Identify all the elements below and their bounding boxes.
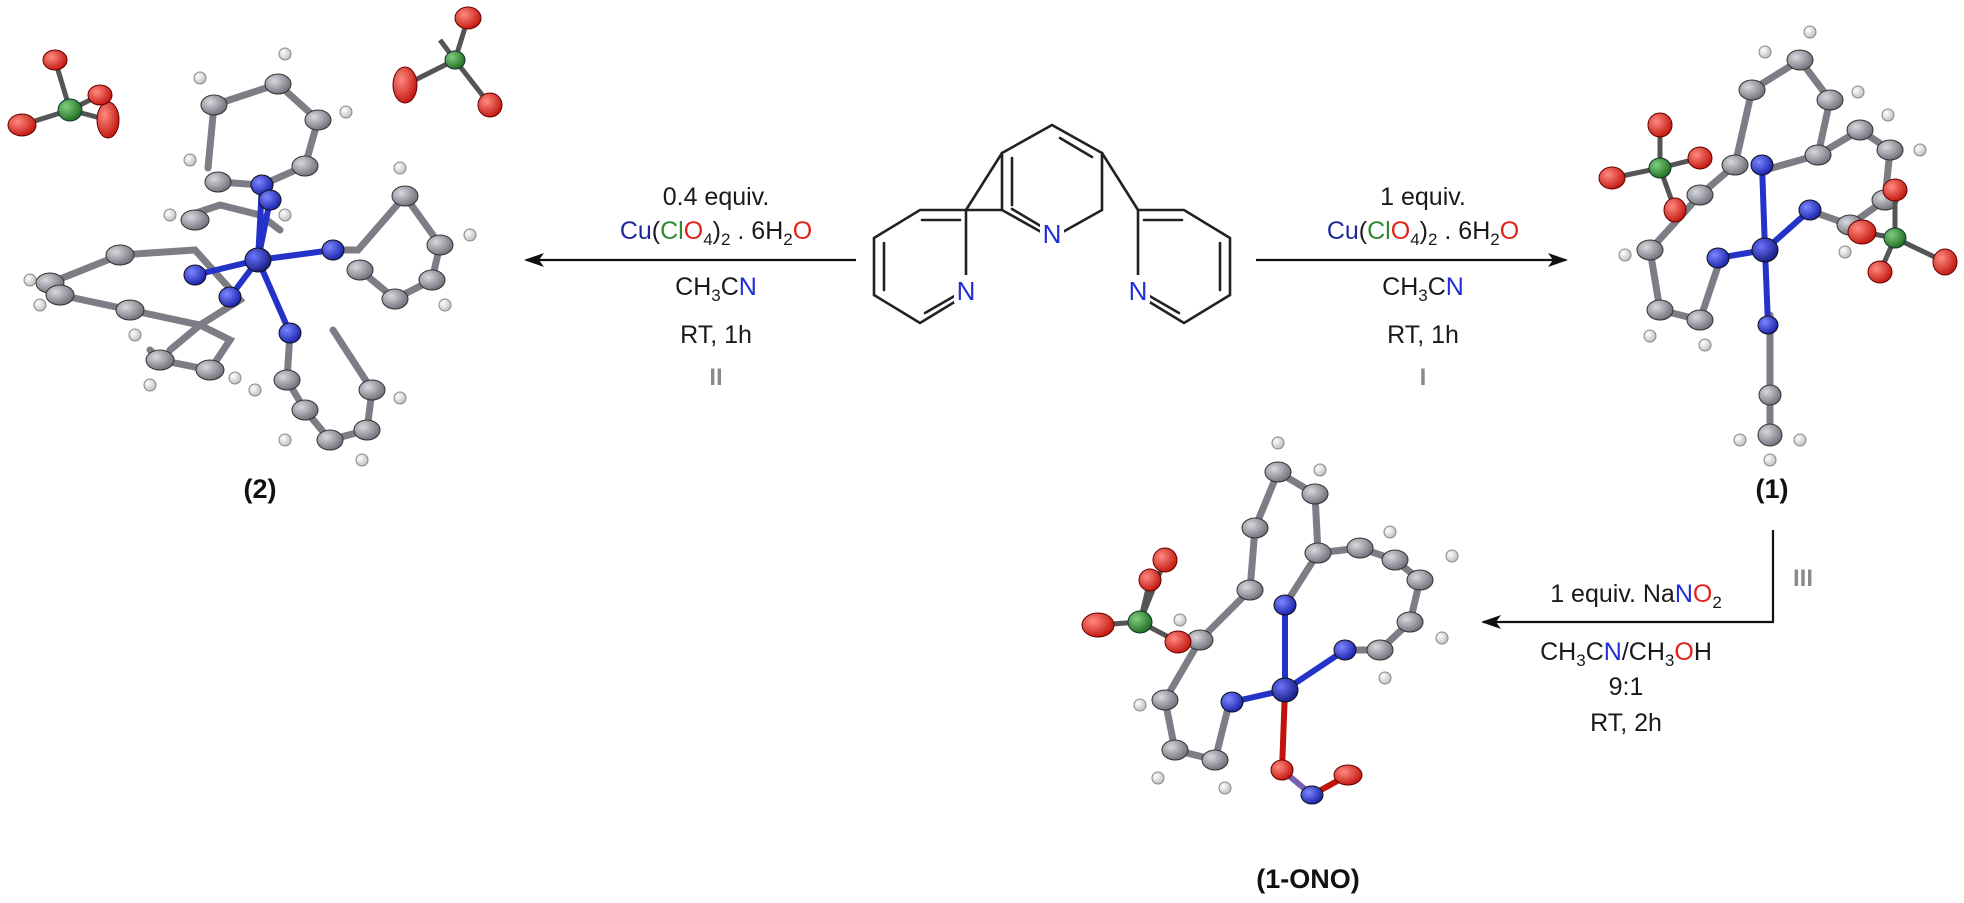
reaction-iii-numeral: III bbox=[1793, 565, 1813, 592]
crystal-structure-1 bbox=[1598, 25, 1958, 467]
reaction-iii-ratio: 9:1 bbox=[1609, 673, 1644, 701]
reaction-ii-solvent: CH3CN bbox=[675, 273, 757, 305]
reaction-ii-reagent: Cu(ClO4)2 . 6H2O bbox=[620, 217, 812, 249]
reaction-iii-solvent: CH3CN/CH3OH bbox=[1540, 638, 1712, 670]
compound-1-ono-label: (1-ONO) bbox=[1256, 864, 1360, 894]
compound-2-label: (2) bbox=[244, 474, 277, 504]
reaction-ii-numeral: II bbox=[709, 364, 722, 391]
compound-1-label: (1) bbox=[1756, 474, 1789, 504]
reaction-ii-time: RT, 1h bbox=[680, 321, 752, 349]
reaction-ii-equiv: 0.4 equiv. bbox=[663, 183, 770, 211]
ligand-central-n-label: N bbox=[1043, 219, 1062, 249]
reaction-i-numeral: I bbox=[1420, 364, 1427, 391]
reaction-i-conditions: 1 equiv. Cu(ClO4)2 . 6H2O CH3CN RT, 1h I bbox=[1327, 183, 1519, 391]
reaction-iii-conditions: III 1 equiv. NaNO2 CH3CN/CH3OH 9:1 RT, 2… bbox=[1540, 565, 1813, 737]
reaction-i-equiv: 1 equiv. bbox=[1380, 183, 1466, 211]
crystal-structure-2 bbox=[7, 6, 503, 467]
reaction-ii-conditions: 0.4 equiv. Cu(ClO4)2 . 6H2O CH3CN RT, 1h… bbox=[620, 183, 812, 391]
reaction-iii-reagent: 1 equiv. NaNO2 bbox=[1550, 580, 1722, 612]
ligand-right-n-label: N bbox=[1129, 276, 1148, 306]
crystal-structure-1-ono bbox=[1081, 436, 1459, 805]
arrow-reaction-iii bbox=[1481, 530, 1775, 629]
reaction-i-time: RT, 1h bbox=[1387, 321, 1459, 349]
reaction-i-reagent: Cu(ClO4)2 . 6H2O bbox=[1327, 217, 1519, 249]
reaction-iii-time: RT, 2h bbox=[1590, 709, 1662, 737]
ligand-left-n-label: N bbox=[957, 276, 976, 306]
terpyridine-ligand: N N N bbox=[872, 123, 1232, 325]
reaction-i-solvent: CH3CN bbox=[1382, 273, 1464, 305]
